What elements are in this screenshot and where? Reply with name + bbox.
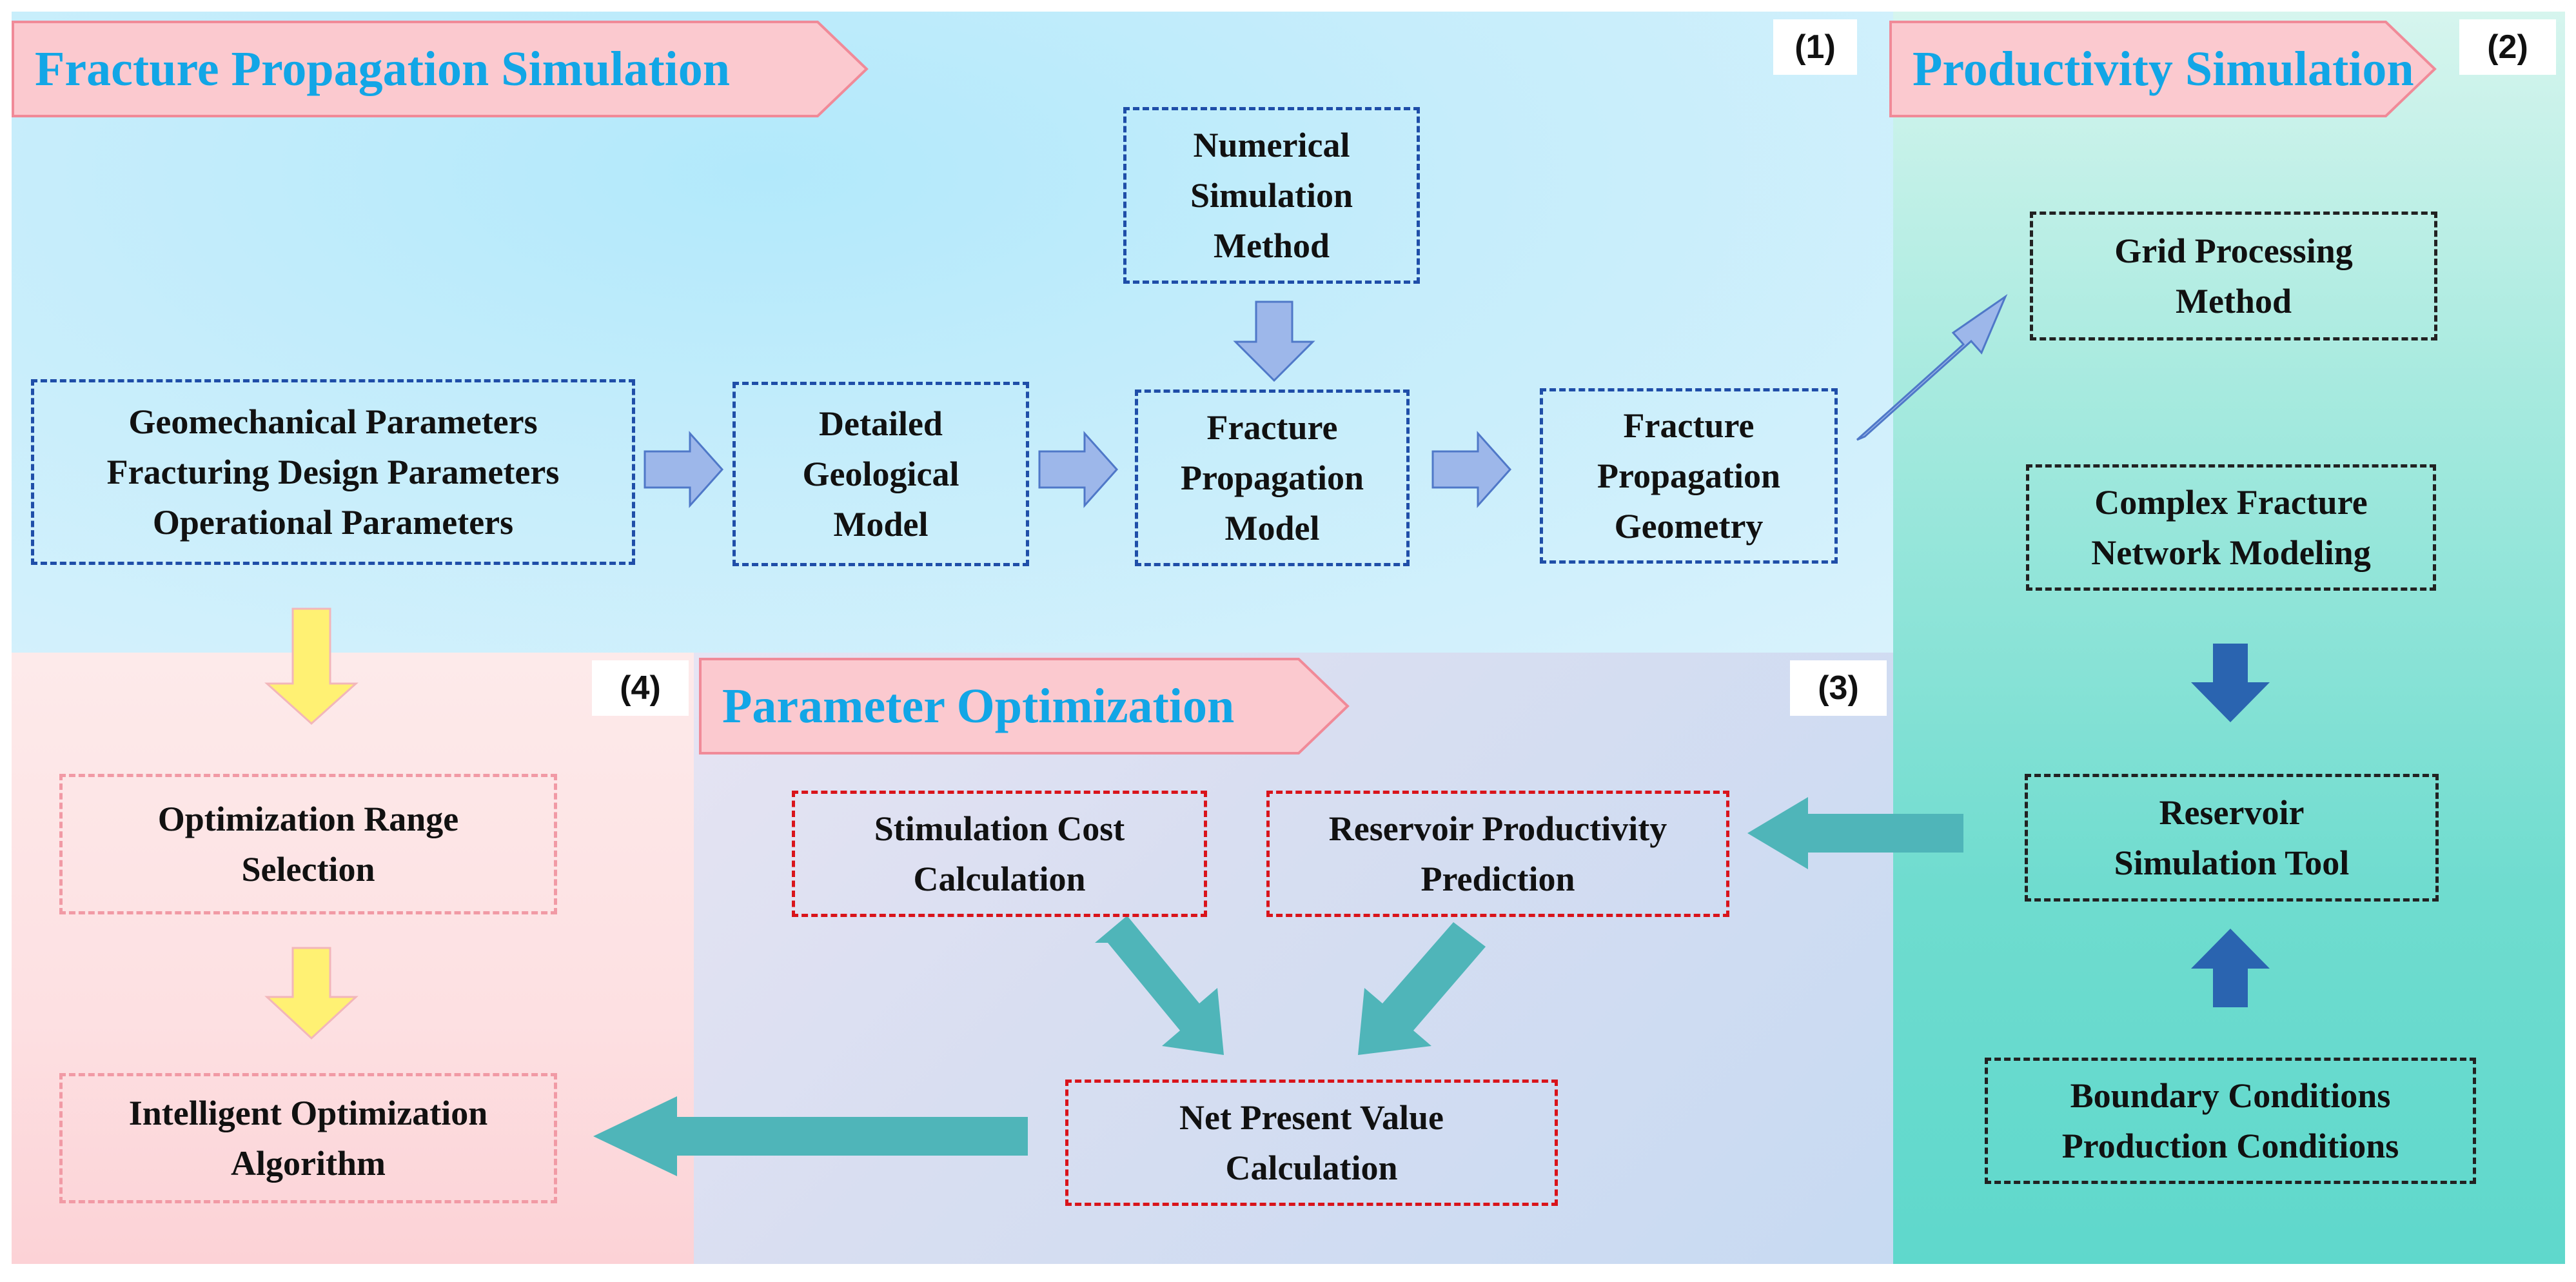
productivity-title: Productivity Simulation: [1912, 41, 2414, 96]
panel-number-4: (4): [592, 660, 689, 716]
fracture-propagation-panel: [12, 12, 1893, 653]
parameter-optimization-panel: [694, 653, 1893, 1264]
geological-model-box: Detailed Geological Model: [732, 382, 1029, 566]
propagation-model-line-1: Fracture: [1206, 408, 1338, 447]
optimization-algorithm-box: Intelligent Optimization Algorithm: [59, 1073, 557, 1203]
input-param-line-1: Geomechanical Parameters: [128, 402, 538, 441]
optimization-range-box: Optimization Range Selection: [59, 774, 557, 914]
numerical-method-line-3: Method: [1214, 226, 1330, 265]
arrow-method-to-propmodel: [1233, 301, 1315, 382]
optimization-range-line-1: Optimization Range: [157, 800, 459, 838]
numerical-method-box: Numerical Simulation Method: [1123, 107, 1420, 284]
propagation-model-line-2: Propagation: [1180, 459, 1364, 497]
propagation-geometry-box: Fracture Propagation Geometry: [1540, 388, 1838, 564]
parameter-title: Parameter Optimization: [722, 678, 1235, 733]
boundary-conditions-line-1: Boundary Conditions: [2070, 1076, 2391, 1115]
arrow-range-to-algorithm: [264, 947, 359, 1040]
optimization-algorithm-line-2: Algorithm: [231, 1144, 386, 1183]
arrow-network-to-tool: [2191, 644, 2270, 722]
arrow-npv-to-algorithm: [593, 1096, 1028, 1176]
numerical-method-line-1: Numerical: [1193, 126, 1350, 164]
optimization-algorithm-panel: [12, 653, 694, 1264]
parameter-title-banner: Parameter Optimization: [699, 658, 1350, 754]
fracture-title: Fracture Propagation Simulation: [35, 41, 731, 96]
fracture-network-line-1: Complex Fracture: [2094, 483, 2368, 522]
panel-number-2: (2): [2459, 19, 2556, 75]
productivity-prediction-line-1: Reservoir Productivity: [1328, 809, 1667, 848]
boundary-conditions-line-2: Production Conditions: [2061, 1127, 2399, 1165]
propagation-geometry-line-2: Propagation: [1597, 457, 1781, 495]
productivity-title-banner: Productivity Simulation: [1889, 21, 2437, 117]
stimulation-cost-line-1: Stimulation Cost: [874, 809, 1125, 848]
npv-calculation-box: Net Present Value Calculation: [1065, 1080, 1558, 1206]
geological-model-line-3: Model: [833, 505, 929, 544]
npv-calculation-line-2: Calculation: [1225, 1149, 1398, 1187]
simulation-tool-line-2: Simulation Tool: [2114, 843, 2350, 882]
fracture-network-box: Complex Fracture Network Modeling: [2026, 464, 2436, 591]
stimulation-cost-line-2: Calculation: [913, 860, 1086, 898]
arrow-propmodel-to-geometry: [1431, 431, 1512, 508]
input-param-line-3: Operational Parameters: [152, 503, 514, 542]
fracture-title-banner: Fracture Propagation Simulation: [12, 21, 869, 117]
geological-model-line-1: Detailed: [819, 404, 943, 443]
geological-model-line-2: Geological: [802, 455, 959, 493]
arrow-productivity-to-npv: [1358, 922, 1486, 1055]
arrow-inputs-to-range: [264, 607, 359, 725]
propagation-model-box: Fracture Propagation Model: [1135, 390, 1410, 566]
input-param-line-2: Fracturing Design Parameters: [106, 453, 560, 491]
grid-processing-box: Grid Processing Method: [2030, 212, 2437, 340]
propagation-model-line-3: Model: [1224, 509, 1320, 547]
panel-number-3: (3): [1790, 660, 1887, 716]
propagation-geometry-line-3: Geometry: [1614, 507, 1764, 546]
arrow-cost-to-npv: [1095, 916, 1224, 1055]
arrow-geomodel-to-propmodel: [1038, 431, 1119, 508]
simulation-tool-line-1: Reservoir: [2159, 793, 2305, 832]
arrow-tool-to-productivity: [1747, 797, 1963, 869]
numerical-method-line-2: Simulation: [1190, 176, 1353, 215]
npv-calculation-line-1: Net Present Value: [1179, 1098, 1444, 1137]
input-parameters-box: Geomechanical Parameters Fracturing Desi…: [31, 379, 635, 565]
arrow-conditions-to-tool: [2191, 929, 2270, 1007]
panel-number-1: (1): [1773, 19, 1857, 75]
arrow-geometry-to-grid: [1856, 293, 2008, 441]
reservoir-simulation-tool-box: Reservoir Simulation Tool: [2025, 774, 2439, 902]
productivity-prediction-box: Reservoir Productivity Prediction: [1266, 791, 1729, 917]
grid-processing-line-2: Method: [2176, 282, 2292, 320]
productivity-simulation-panel: [1893, 12, 2565, 1264]
arrow-inputs-to-geomodel: [644, 431, 724, 508]
boundary-conditions-box: Boundary Conditions Production Condition…: [1985, 1058, 2476, 1184]
optimization-algorithm-line-1: Intelligent Optimization: [128, 1094, 488, 1132]
stimulation-cost-box: Stimulation Cost Calculation: [792, 791, 1207, 917]
fracture-network-line-2: Network Modeling: [2091, 533, 2371, 572]
optimization-range-line-2: Selection: [241, 850, 375, 889]
propagation-geometry-line-1: Fracture: [1623, 406, 1755, 445]
grid-processing-line-1: Grid Processing: [2114, 232, 2353, 270]
productivity-prediction-line-2: Prediction: [1421, 860, 1575, 898]
